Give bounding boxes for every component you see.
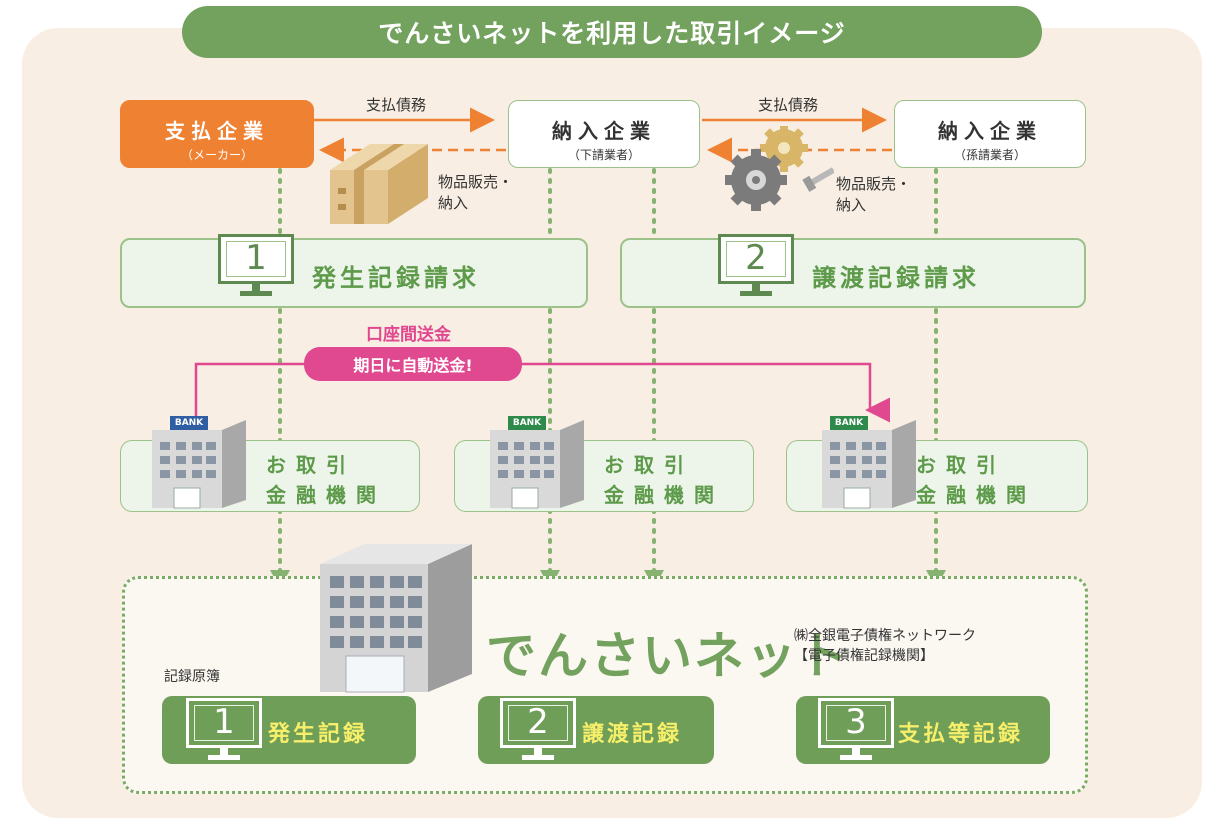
bank-tag: BANK bbox=[508, 416, 546, 430]
bank-building-icon bbox=[822, 420, 916, 509]
sub-supplier-company-box: 納入企業 （孫請業者） bbox=[894, 100, 1086, 168]
densai-org-label: ㈱全銀電子債権ネットワーク 【電子債権記録機関】 bbox=[794, 628, 976, 664]
bank-label: お取引 金融機関 bbox=[916, 453, 1036, 507]
bank-tag: BANK bbox=[830, 416, 868, 430]
transfer-label: 口座間送金 bbox=[366, 325, 451, 345]
sub-supplier-company-sub: （孫請業者） bbox=[953, 148, 1026, 162]
bank-tag: BANK bbox=[170, 416, 208, 430]
debt-label-1: 支払債務 bbox=[366, 96, 427, 114]
ledger-label: 記録原簿 bbox=[164, 669, 220, 685]
issuance-request-box bbox=[120, 238, 588, 308]
supplier-company-box: 納入企業 （下請業者） bbox=[508, 100, 700, 168]
auto-transfer-pill: 期日に自動送金! bbox=[304, 347, 522, 381]
payer-company-box: 支払企業 （メーカー） bbox=[120, 100, 314, 168]
densai-building-icon bbox=[320, 544, 472, 693]
computer-icon: 1 bbox=[186, 698, 262, 762]
bank-label: お取引 金融機関 bbox=[266, 453, 386, 507]
goods-label-1: 物品販売・ 納入 bbox=[438, 173, 514, 212]
transfer-request-label: 譲渡記録請求 bbox=[812, 264, 980, 292]
bank-label: お取引 金融機関 bbox=[604, 453, 724, 507]
payer-company-name: 支払企業 bbox=[165, 119, 269, 143]
payer-company-sub: （メーカー） bbox=[180, 148, 253, 162]
computer-icon: 2 bbox=[718, 234, 794, 298]
debt-label-2: 支払債務 bbox=[758, 96, 819, 114]
issuance-record-label: 発生記録 bbox=[268, 722, 369, 747]
bank-building-icon bbox=[152, 420, 246, 509]
supplier-company-name: 納入企業 bbox=[552, 119, 656, 143]
densai-net-name: でんさいネット bbox=[486, 627, 850, 685]
transfer-record-label: 譲渡記録 bbox=[582, 722, 683, 747]
goods-label-2: 物品販売・ 納入 bbox=[836, 175, 912, 214]
gears-icon bbox=[725, 126, 834, 211]
issuance-request-label: 発生記録請求 bbox=[312, 264, 480, 292]
computer-icon: 1 bbox=[218, 234, 294, 298]
sub-supplier-company-name: 納入企業 bbox=[938, 119, 1042, 143]
computer-icon: 3 bbox=[818, 698, 894, 762]
computer-icon: 2 bbox=[500, 698, 576, 762]
cardboard-box-icon bbox=[330, 144, 428, 224]
bank-building-icon bbox=[490, 420, 584, 509]
transfer-line bbox=[194, 362, 890, 430]
supplier-company-sub: （下請業者） bbox=[567, 148, 640, 162]
transfer-request-box bbox=[620, 238, 1086, 308]
page-title: でんさいネットを利用した取引イメージ bbox=[182, 6, 1042, 58]
payment-record-label: 支払等記録 bbox=[898, 722, 1024, 747]
